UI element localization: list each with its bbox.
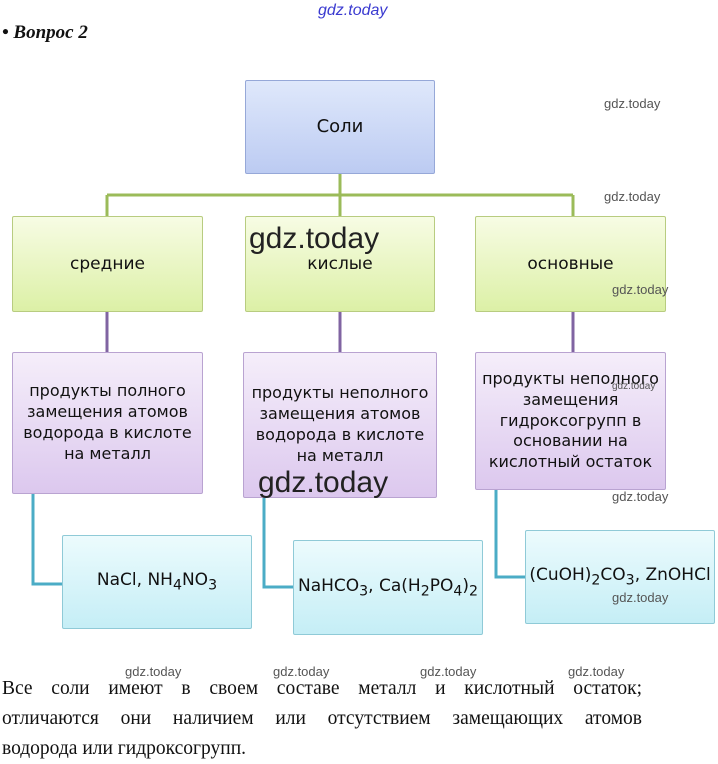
node-root-soli: Соли (245, 80, 435, 174)
node-def-kislye: продукты неполного замещения атомов водо… (243, 352, 437, 498)
watermark-top: gdz.today (318, 2, 388, 19)
tree-connectors-cyan (31, 490, 525, 589)
summary-line: отличаются они наличием или отсутствием … (2, 708, 642, 729)
tree-connectors-green (105, 174, 575, 216)
tree-connectors-purple (105, 312, 575, 352)
node-type-label: кислые (307, 253, 373, 274)
node-def-srednie: продукты полного замещения атомов водоро… (12, 352, 203, 494)
node-def-text: продукты полного замещения атомов водоро… (23, 381, 192, 463)
watermark: gdz.today (273, 664, 330, 679)
formula-text: NaCl, NH4NO3 (96, 570, 218, 594)
watermark: gdz.today (612, 381, 656, 392)
node-examples-osnovnye: (CuOH)2CO3, ZnOHCl (525, 530, 715, 624)
node-type-osnovnye: основные (475, 216, 666, 312)
summary-line: Все соли имеют в своем составе металл и … (2, 678, 642, 699)
node-def-osnovnye: продукты неполного замещения гидроксогру… (475, 352, 666, 490)
connector-kislye-examples (262, 498, 293, 589)
watermark: gdz.today (612, 282, 669, 297)
node-examples-srednie: NaCl, NH4NO3 (62, 535, 252, 629)
formula-text: (CuOH)2CO3, ZnOHCl (529, 565, 711, 589)
watermark: gdz.today (125, 664, 182, 679)
summary-paragraph: Все соли имеют в своем составе металл и … (2, 674, 642, 764)
node-def-text: продукты неполного замещения гидроксогру… (482, 369, 659, 472)
node-def-text: продукты неполного замещения атомов водо… (251, 383, 429, 465)
formula-text: NaHCO3, Ca(H2PO4)2 (297, 575, 479, 599)
watermark-large: gdz.today (249, 222, 380, 255)
watermark-large: gdz.today (258, 466, 389, 499)
summary-line: водорода или гидроксогрупп. (2, 738, 247, 759)
watermark: gdz.today (612, 590, 669, 605)
node-type-srednie: средние (12, 216, 203, 312)
watermark: gdz.today (568, 664, 625, 679)
watermark: gdz.today (612, 489, 669, 504)
node-root-label: Соли (316, 116, 364, 138)
question-heading: • Вопрос 2 (2, 22, 88, 43)
watermark: gdz.today (604, 189, 661, 204)
node-examples-kislye: NaHCO3, Ca(H2PO4)2 (293, 540, 483, 635)
connector-srednie-examples (31, 494, 62, 586)
node-type-kislye: кислые (245, 216, 435, 312)
node-type-label: средние (70, 253, 145, 274)
watermark: gdz.today (420, 664, 477, 679)
connector-osnovnye-examples (494, 490, 525, 579)
node-type-label: основные (527, 253, 614, 274)
watermark: gdz.today (604, 96, 661, 111)
